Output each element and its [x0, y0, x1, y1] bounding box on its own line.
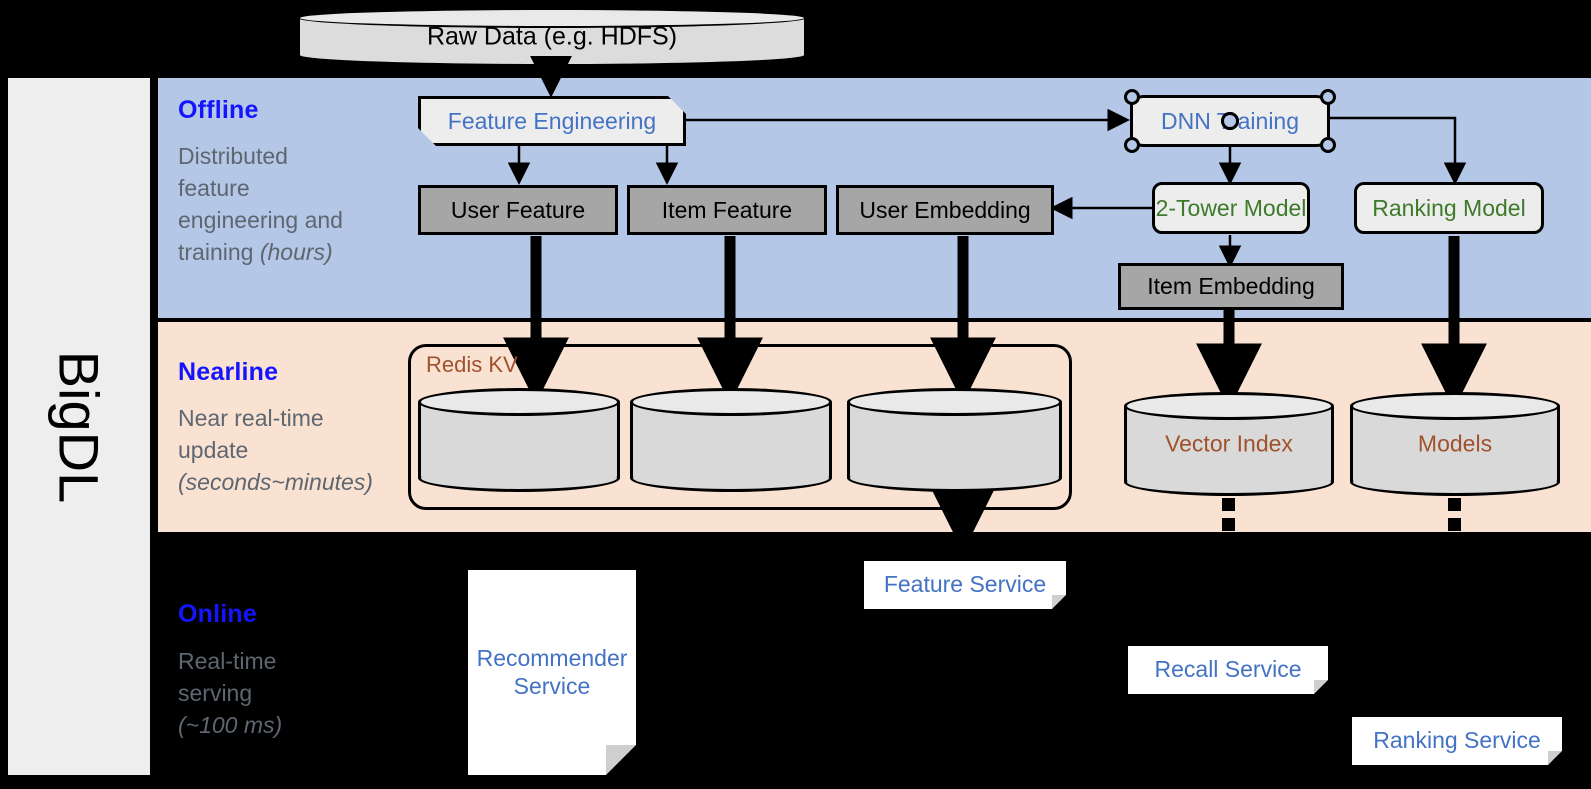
online-sub-l1: Real-time [178, 648, 277, 674]
ranking-model-label: Ranking Model [1372, 194, 1526, 221]
nearline-sub-l2: update [178, 437, 249, 463]
card-notch [1124, 89, 1140, 105]
models-label: Models [1417, 430, 1493, 457]
band-online-subtitle: Real-time serving (~100 ms) [178, 645, 413, 741]
raw-data-label: Raw Data (e.g. HDFS) [426, 22, 678, 51]
band-offline-subtitle: Distributed feature engineering and trai… [178, 140, 413, 268]
two-tower-model-label: 2-Tower Model [1155, 194, 1307, 221]
recall-service-node[interactable]: Recall Service [1128, 646, 1328, 694]
store-item-feature-cylinder[interactable] [630, 388, 832, 492]
redis-kv-label: Redis KV [426, 352, 518, 377]
recall-service-label: Recall Service [1154, 656, 1302, 683]
user-feature-node[interactable]: User Feature [418, 185, 618, 235]
recommender-service-node[interactable]: Recommender Service [468, 570, 636, 775]
ranking-service-label: Ranking Service [1373, 727, 1541, 754]
store-user-feature-cylinder[interactable] [418, 388, 620, 492]
store-user-embedding-cylinder[interactable] [847, 388, 1062, 492]
feature-engineering-label: Feature Engineering [447, 107, 657, 134]
models-top [1350, 392, 1560, 420]
models-connector-stub-2 [1448, 518, 1461, 531]
bigdl-rail: BigDL [8, 78, 150, 775]
online-sub-italic: (~100 ms) [178, 712, 283, 738]
raw-data-top [298, 8, 806, 28]
store-2-top [630, 388, 832, 416]
ranking-service-node[interactable]: Ranking Service [1352, 717, 1562, 765]
card-notch [1320, 137, 1336, 153]
vector-index-connector-stub-2 [1222, 518, 1235, 531]
user-feature-label: User Feature [450, 196, 586, 223]
models-cylinder[interactable]: Models [1350, 392, 1560, 496]
page-fold-icon [1314, 680, 1328, 694]
dnn-training-node[interactable]: DNN Training [1124, 89, 1336, 153]
feature-engineering-node[interactable]: Feature Engineering [418, 96, 686, 146]
vector-index-cylinder[interactable]: Vector Index [1124, 392, 1334, 496]
offline-sub-l1: Distributed [178, 143, 288, 169]
item-feature-label: Item Feature [661, 196, 793, 223]
store-3-top [847, 388, 1062, 416]
offline-sub-l3: engineering and [178, 207, 343, 233]
item-feature-node[interactable]: Item Feature [627, 185, 827, 235]
two-tower-model-node[interactable]: 2-Tower Model [1152, 182, 1310, 234]
dnn-training-label: DNN Training [1160, 107, 1300, 134]
user-embedding-label: User Embedding [859, 196, 1031, 223]
redis-kv-container [408, 344, 1072, 510]
bigdl-label: BigDL [47, 350, 111, 503]
raw-data-cylinder: Raw Data (e.g. HDFS) [298, 8, 806, 66]
recommender-service-label: Recommender Service [476, 644, 628, 699]
offline-sub-italic: (hours) [259, 239, 333, 265]
redis-connector-stub [957, 505, 970, 518]
item-embedding-label: Item Embedding [1147, 273, 1315, 300]
band-nearline-subtitle: Near real-time update (seconds~minutes) [178, 402, 413, 498]
user-embedding-node[interactable]: User Embedding [836, 185, 1054, 235]
models-connector-stub-1 [1448, 498, 1461, 511]
item-embedding-node[interactable]: Item Embedding [1118, 263, 1344, 310]
card-notch [1320, 89, 1336, 105]
band-online-title: Online [178, 600, 257, 628]
offline-sub-l4: training [178, 239, 260, 265]
page-fold-icon [1548, 751, 1562, 765]
band-nearline-title: Nearline [178, 358, 279, 386]
online-sub-l2: serving [178, 680, 253, 706]
band-offline-title: Offline [178, 96, 259, 124]
offline-sub-l2: feature [178, 175, 250, 201]
page-fold-icon [606, 745, 636, 775]
card-notch [1124, 137, 1140, 153]
page-fold-icon [1052, 595, 1066, 609]
nearline-sub-italic: (seconds~minutes) [178, 469, 373, 495]
vector-index-label: Vector Index [1165, 430, 1293, 457]
vector-index-connector-stub-1 [1222, 498, 1235, 511]
ranking-model-node[interactable]: Ranking Model [1354, 182, 1544, 234]
vector-index-top [1124, 392, 1334, 420]
feature-service-node[interactable]: Feature Service [864, 561, 1066, 609]
nearline-sub-l1: Near real-time [178, 405, 324, 431]
store-1-top [418, 388, 620, 416]
feature-service-label: Feature Service [883, 571, 1047, 598]
